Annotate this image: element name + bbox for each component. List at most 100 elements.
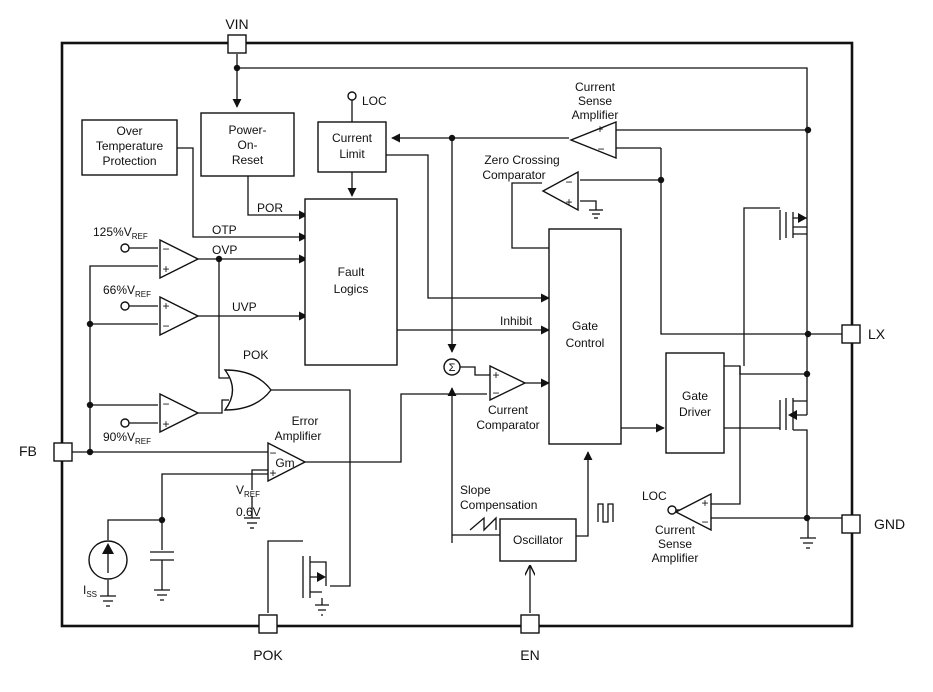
junctions <box>86 64 812 524</box>
pin-pok: POK <box>253 614 283 663</box>
wiring <box>72 54 842 616</box>
pin-lx: LX <box>841 324 886 344</box>
svg-text:Current: Current <box>332 131 373 145</box>
svg-text:+: + <box>565 195 572 209</box>
summing-node: Σ <box>443 358 461 376</box>
pin-vin: VIN <box>225 16 249 54</box>
pok-or-gate <box>223 369 272 411</box>
svg-text:Current: Current <box>575 80 616 94</box>
gate-control-block: Gate Control <box>548 228 622 445</box>
uvp-signal-label: UVP <box>232 300 257 314</box>
svg-text:POK: POK <box>253 647 283 663</box>
current-sense-amplifier-top: + − <box>569 120 617 160</box>
vref-90-label: 90%VREF <box>103 430 151 446</box>
svg-text:Temperature: Temperature <box>96 139 164 153</box>
svg-text:Σ: Σ <box>449 362 456 374</box>
svg-text:Comparator: Comparator <box>476 418 539 432</box>
svg-text:Zero Crossing: Zero Crossing <box>484 153 559 167</box>
cs-amp-bottom-label: Current Sense Amplifier <box>652 523 699 565</box>
inhibit-label: Inhibit <box>500 314 533 328</box>
current-comp-label: Current Comparator <box>476 403 539 432</box>
svg-text:Gate: Gate <box>682 389 708 403</box>
svg-text:+: + <box>162 417 169 431</box>
svg-text:66%VREF: 66%VREF <box>103 283 151 299</box>
svg-text:+: + <box>596 122 603 136</box>
svg-text:ISS: ISS <box>83 583 97 599</box>
svg-text:−: − <box>162 319 169 333</box>
vref-125-label: 125%VREF <box>93 225 148 241</box>
svg-text:+: + <box>162 299 169 313</box>
svg-text:Comparator: Comparator <box>482 168 545 182</box>
ovp-comparator: − + <box>159 238 200 280</box>
svg-text:+: + <box>492 368 499 382</box>
pok-comparator: − + <box>159 392 200 434</box>
current-sense-amplifier-bottom: + − <box>674 492 712 532</box>
svg-text:Sense: Sense <box>578 94 612 108</box>
svg-text:Current: Current <box>655 523 696 537</box>
svg-text:Power-: Power- <box>228 123 266 137</box>
zc-comp-label: Zero Crossing Comparator <box>482 153 559 182</box>
svg-text:VREF: VREF <box>236 483 260 499</box>
zero-crossing-comparator: − + <box>541 170 579 212</box>
svg-text:−: − <box>269 446 276 460</box>
svg-text:−: − <box>701 515 708 529</box>
iss-label: ISS <box>83 583 97 599</box>
svg-text:VIN: VIN <box>225 16 248 32</box>
loc-label-top: LOC <box>362 94 387 108</box>
svg-text:Slope: Slope <box>460 483 491 497</box>
power-on-reset-block: Power- On- Reset <box>200 112 295 177</box>
svg-text:Sense: Sense <box>658 537 692 551</box>
svg-text:Gm: Gm <box>275 456 294 470</box>
oscillator-block: Oscillator <box>499 518 577 562</box>
svg-text:Oscillator: Oscillator <box>513 533 563 547</box>
svg-text:LX: LX <box>868 326 886 342</box>
svg-text:Over: Over <box>116 124 142 138</box>
gate-driver-block: Gate Driver <box>665 352 725 454</box>
svg-text:Reset: Reset <box>232 153 264 167</box>
svg-text:−: − <box>565 175 572 189</box>
error-amp-label: Error Amplifier <box>275 414 322 443</box>
svg-text:0.6V: 0.6V <box>236 505 261 519</box>
ovp-signal-label: OVP <box>212 243 237 257</box>
svg-text:EN: EN <box>520 647 539 663</box>
svg-text:Amplifier: Amplifier <box>652 551 699 565</box>
svg-text:−: − <box>162 397 169 411</box>
svg-text:Gate: Gate <box>572 319 598 333</box>
svg-text:Limit: Limit <box>339 147 365 161</box>
reference-nodes <box>120 91 677 515</box>
pin-gnd: GND <box>841 514 905 534</box>
current-limit-block: Current Limit <box>317 121 387 173</box>
vref-66-label: 66%VREF <box>103 283 151 299</box>
mosfet-arrows <box>317 213 807 582</box>
svg-text:FB: FB <box>19 443 37 459</box>
svg-text:Error: Error <box>292 414 319 428</box>
svg-text:+: + <box>269 466 276 480</box>
svg-text:−: − <box>597 142 604 156</box>
svg-text:125%VREF: 125%VREF <box>93 225 148 241</box>
svg-text:Amplifier: Amplifier <box>572 108 619 122</box>
por-signal-label: POR <box>257 201 283 215</box>
svg-text:Amplifier: Amplifier <box>275 429 322 443</box>
svg-text:+: + <box>162 262 169 276</box>
svg-text:On-: On- <box>237 138 257 152</box>
pin-fb: FB <box>19 442 73 462</box>
otp-protection-block: Over Temperature Protection <box>81 119 178 176</box>
svg-text:Driver: Driver <box>679 405 711 419</box>
pin-en: EN <box>520 614 540 663</box>
svg-text:Control: Control <box>566 336 605 350</box>
svg-text:Logics: Logics <box>334 282 369 296</box>
cs-amp-top-label: Current Sense Amplifier <box>572 80 619 122</box>
svg-text:−: − <box>162 242 169 256</box>
uvp-comparator: + − <box>159 295 200 337</box>
loc-label-bottom: LOC <box>642 489 667 503</box>
svg-text:Current: Current <box>488 403 529 417</box>
error-amplifier: − + Gm <box>267 441 307 483</box>
pok-gate-label: POK <box>243 348 268 362</box>
soft-start-current-source <box>88 540 128 580</box>
svg-text:Fault: Fault <box>338 265 365 279</box>
svg-text:90%VREF: 90%VREF <box>103 430 151 446</box>
fault-logics-block: Fault Logics <box>304 198 398 366</box>
svg-text:GND: GND <box>874 516 905 532</box>
svg-text:−: − <box>492 386 499 400</box>
